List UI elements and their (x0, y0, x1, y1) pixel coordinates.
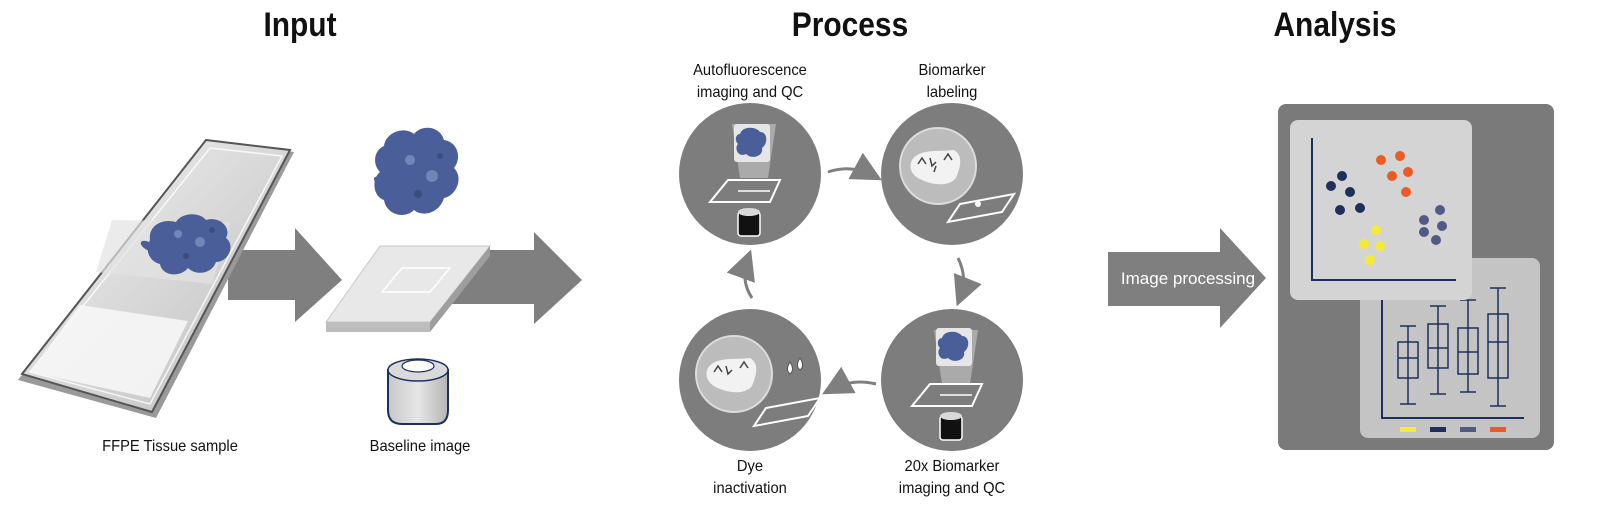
step-label-biomarker-imaging: 20x Biomarker imaging and QC (898, 458, 1006, 497)
step-circle-biomarker-labeling (881, 103, 1023, 245)
cycle-arrow-4 (726, 249, 755, 299)
baseline-tissue-icon (373, 127, 459, 215)
cycle-arrow-2 (953, 257, 982, 307)
image-processing-label: Image processing (1121, 269, 1255, 288)
step-label-autofluorescence: Autofluorescence imaging and QC (693, 62, 807, 101)
objective-lens-icon (387, 358, 449, 425)
ffpe-tissue-label: FFPE Tissue sample (102, 438, 238, 455)
step-label-biomarker-labeling: Biomarker labeling (918, 62, 986, 101)
process-heading: Process (791, 6, 909, 44)
step-label-dye-inactivation: Dye inactivation (713, 458, 787, 497)
boxplot-panel (1360, 258, 1540, 438)
baseline-slide (325, 245, 492, 332)
cycle-arrow-1 (827, 152, 882, 181)
step-circle-autofluorescence (679, 103, 821, 245)
step-circle-biomarker-imaging (881, 309, 1023, 451)
analysis-heading: Analysis (1273, 6, 1397, 44)
baseline-image-label: Baseline image (369, 438, 471, 455)
step-circle-dye-inactivation (679, 309, 823, 451)
flow-arrow-1 (228, 228, 342, 322)
image-processing-arrow (1108, 228, 1266, 328)
scatter-panel (1290, 120, 1472, 300)
input-heading: Input (263, 6, 337, 44)
tissue-sample-icon (140, 214, 231, 275)
dye-drops-icon (787, 357, 803, 375)
cycle-arrow-3 (822, 366, 877, 395)
